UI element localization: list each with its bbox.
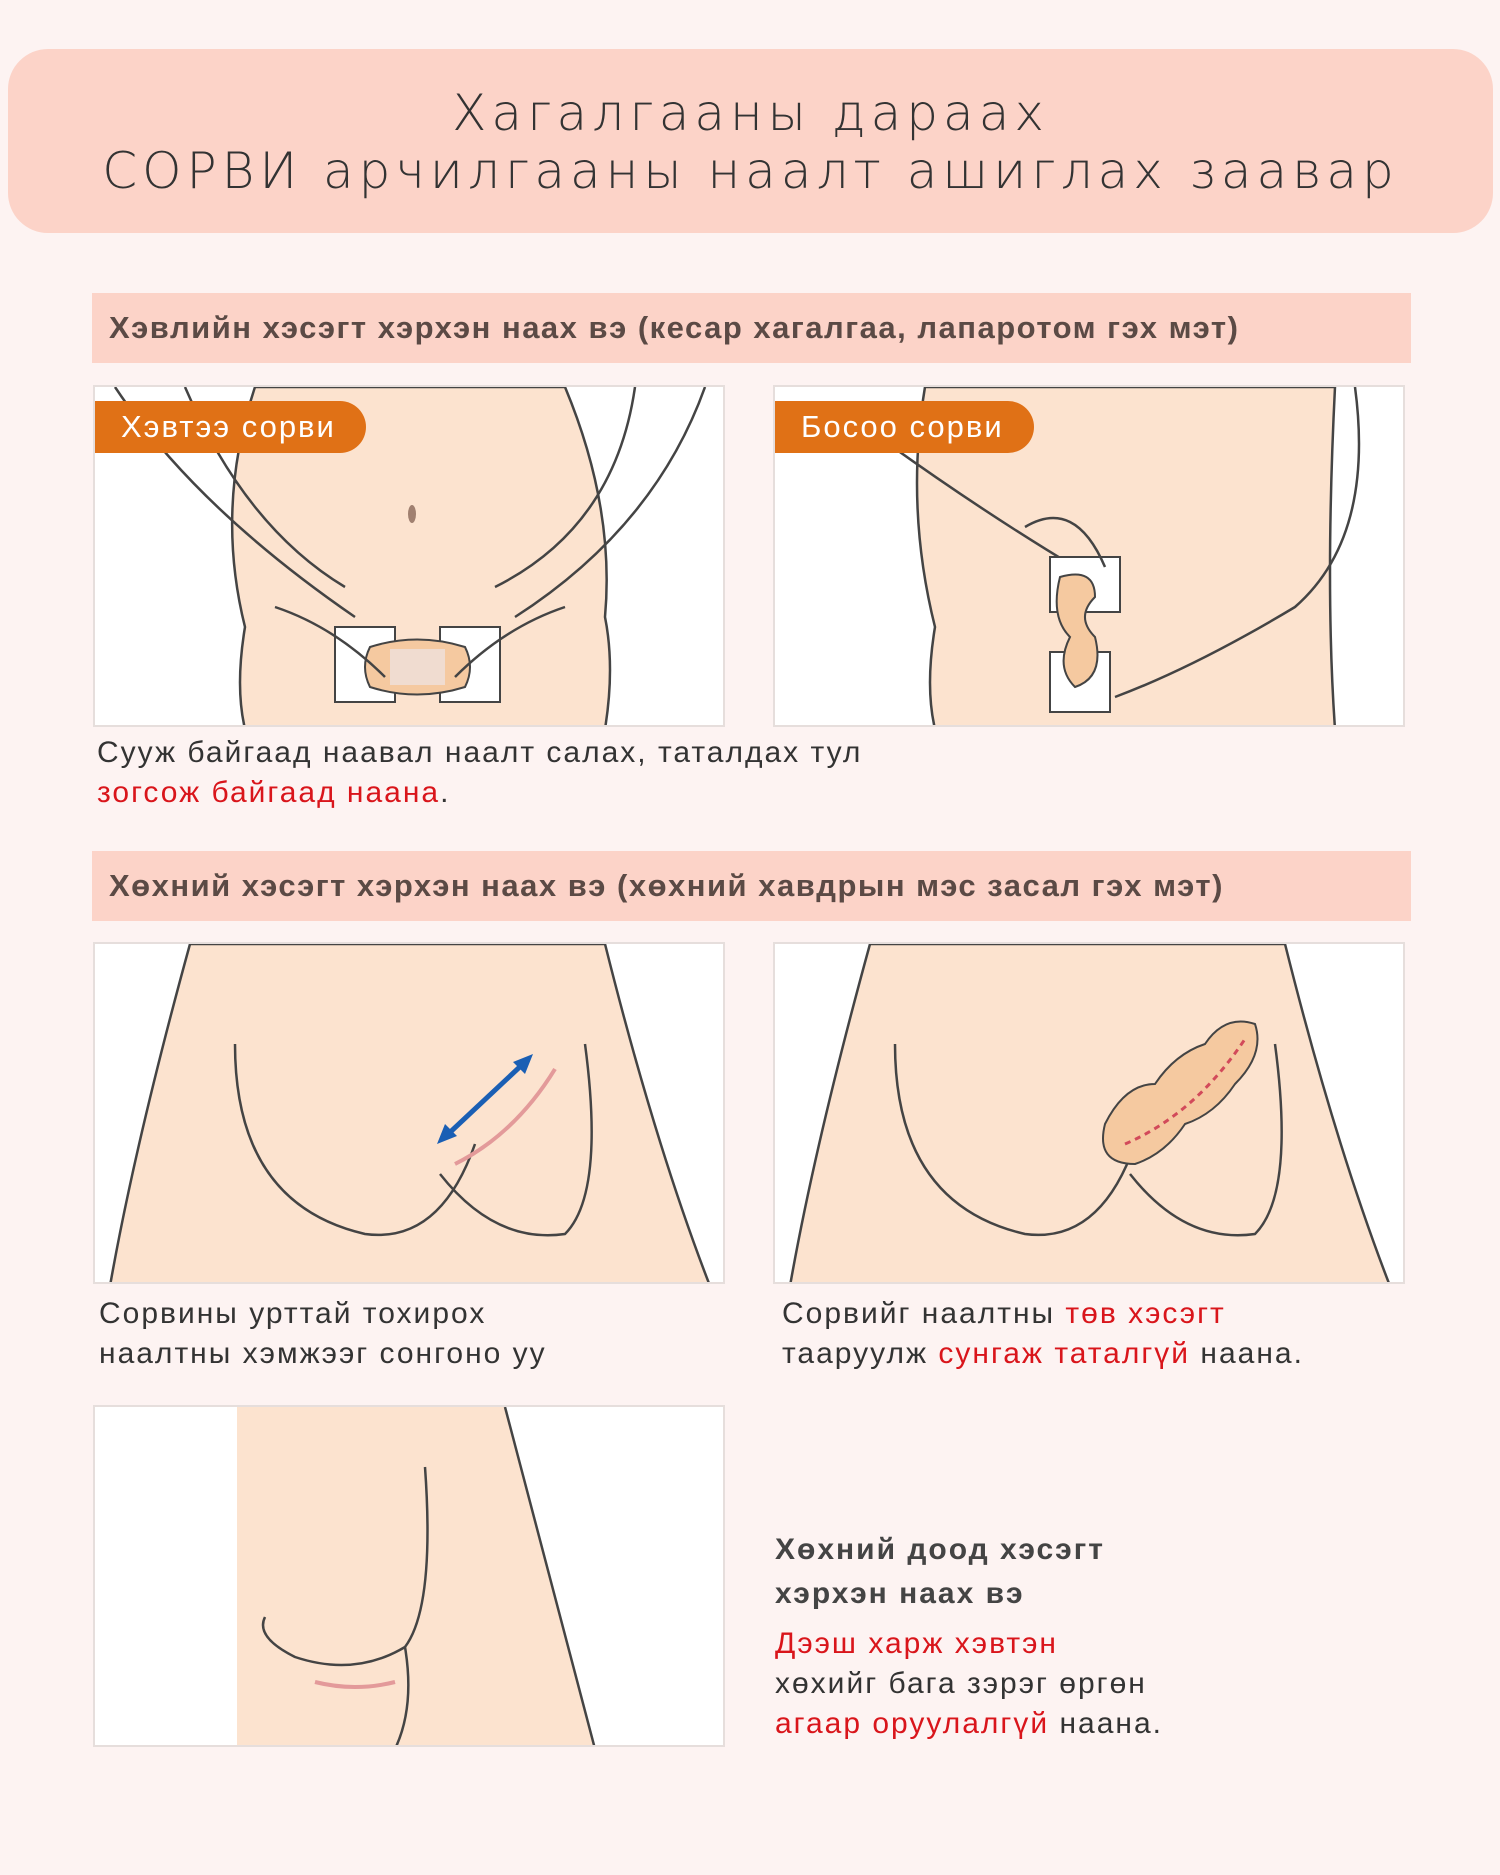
vertical-scar-illustration: Босоо сорви	[773, 385, 1405, 727]
abdomen-caption-end: .	[440, 776, 451, 809]
abdomen-caption-line1: Сууж байгаад наавал наалт салах, таталда…	[97, 736, 863, 769]
breast-apply-caption: Сорвийг наалтны төв хэсэгт тааруулж сунг…	[782, 1294, 1304, 1374]
section-abdomen-title: Хэвлийн хэсэгт хэрхэн наах вэ (кесар хаг…	[92, 293, 1411, 363]
page-header: Хагалгааны дараах СОРВИ арчилгааны наалт…	[8, 49, 1493, 233]
lower-breast-icon	[237, 1407, 596, 1745]
caption-text: наана.	[1190, 1337, 1304, 1370]
caption-highlight: төв хэсэгт	[1065, 1297, 1226, 1330]
lower-breast-step3-highlight: агаар оруулалгүй	[775, 1707, 1050, 1740]
header-title-line1: Хагалгааны дараах	[452, 84, 1049, 142]
breast-measure-caption-line1: Сорвины урттай тохирох	[99, 1297, 487, 1330]
breast-measure-illustration	[93, 942, 725, 1284]
lower-breast-step1: Дээш харж хэвтэн	[775, 1627, 1058, 1660]
abdomen-vertical-icon	[864, 387, 1361, 725]
lower-breast-step2: хөхийг бага зэрэг өргөн	[775, 1667, 1147, 1700]
abdomen-caption: Сууж байгаад наавал наалт салах, таталда…	[97, 733, 862, 813]
vertical-scar-tag: Босоо сорви	[775, 401, 1034, 453]
caption-text: Сорвийг наалтны	[782, 1297, 1066, 1330]
horizontal-scar-tag: Хэвтээ сорви	[95, 401, 366, 453]
caption-highlight: сунгаж таталгүй	[938, 1337, 1191, 1370]
breast-measure-icon	[109, 944, 710, 1282]
breast-apply-illustration	[773, 942, 1405, 1284]
lower-breast-instructions: Хөхний доод хэсэгт хэрхэн наах вэ Дээш х…	[775, 1528, 1163, 1744]
breast-measure-caption-line2: наалтны хэмжээг сонгоно уу	[99, 1337, 547, 1370]
breast-measure-caption: Сорвины урттай тохирох наалтны хэмжээг с…	[99, 1294, 547, 1374]
horizontal-scar-illustration: Хэвтээ сорви	[93, 385, 725, 727]
abdomen-horizontal-icon	[113, 387, 707, 725]
lower-breast-step3-end: наана.	[1049, 1707, 1163, 1740]
lower-breast-title-line1: Хөхний доод хэсэгт	[775, 1533, 1105, 1566]
lower-breast-title-line2: хэрхэн наах вэ	[775, 1577, 1025, 1610]
breast-apply-icon	[789, 944, 1390, 1282]
section-breast-title: Хөхний хэсэгт хэрхэн наах вэ (хөхний хав…	[92, 851, 1411, 921]
caption-text: тааруулж	[782, 1337, 939, 1370]
lower-breast-illustration	[93, 1405, 725, 1747]
abdomen-caption-highlight: зогсож байгаад наана	[97, 776, 441, 809]
header-title-line2: СОРВИ арчилгааны наалт ашиглах заавар	[102, 142, 1399, 200]
